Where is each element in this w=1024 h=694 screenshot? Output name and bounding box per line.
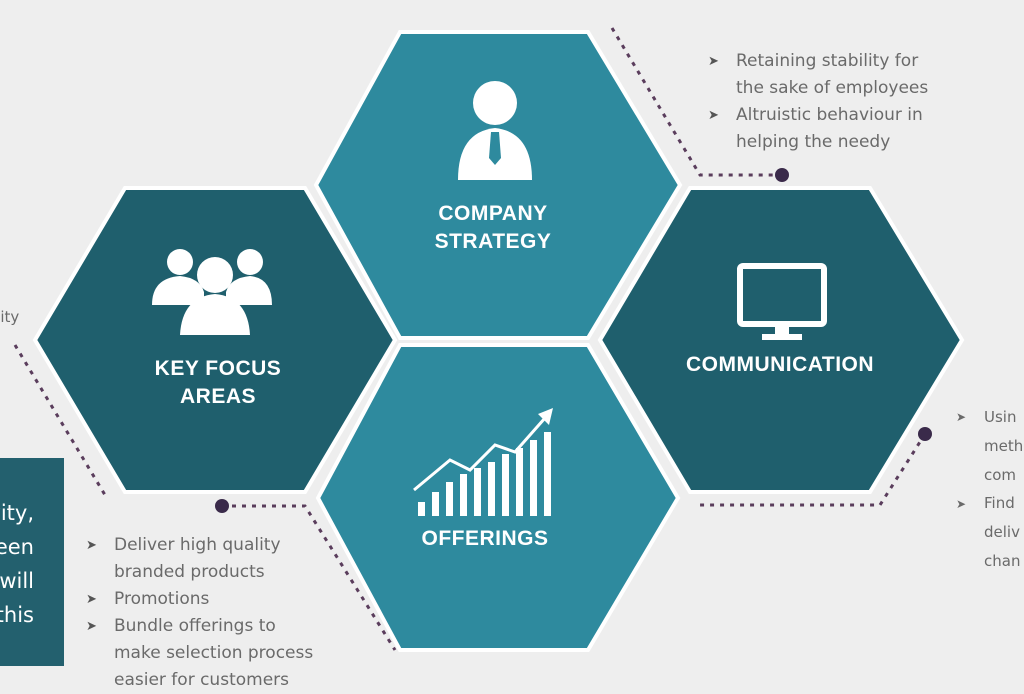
company-strategy-label: COMPANY STRATEGY [398, 200, 588, 257]
communication-label: COMMUNICATION [640, 351, 920, 379]
connector-bottom [222, 504, 397, 651]
hexagon-offerings [315, 343, 681, 652]
bullet-line: Altruistic behaviour in [736, 105, 923, 125]
right-fragment: meth [984, 437, 1024, 455]
bullet-line: helping the needy [736, 132, 891, 152]
left-text-box: vity, been will this [0, 458, 64, 666]
right-fragment: chan [984, 552, 1021, 570]
offerings-label: OFFERINGS [400, 525, 570, 553]
monitor-icon [737, 263, 827, 340]
person-icon [458, 81, 532, 180]
left-box-line: been [0, 535, 34, 559]
bullet-line: Bundle offerings to [114, 616, 276, 636]
bullet-line: the sake of employees [736, 78, 929, 98]
bullet-line: branded products [114, 562, 265, 582]
right-fragment: Usin [984, 408, 1017, 426]
connector-dot-top-right [775, 168, 789, 182]
key-focus-areas-label-line-2: AREAS [179, 385, 256, 409]
group-icon [152, 249, 272, 335]
top-right-bullet-list: Retaining stability for the sake of empl… [708, 48, 928, 156]
right-fragment: deliv [984, 523, 1020, 541]
hexagon-company-strategy [313, 30, 683, 340]
bullet-line: easier for customers [114, 670, 289, 690]
communication-label-line-1: COMMUNICATION [685, 353, 875, 376]
bullet-line: Retaining stability for [736, 51, 919, 71]
list-item: Promotions [86, 586, 313, 613]
key-focus-areas-label-line-1: KEY FOCUS [154, 357, 282, 380]
list-item: Altruistic behaviour in helping the need… [708, 102, 928, 156]
arrow-icon: ➤ [956, 497, 967, 511]
left-box-line: will [0, 569, 34, 593]
connector-dot-bottom [215, 499, 229, 513]
connector-top-right [610, 27, 782, 177]
bullet-line: make selection process [114, 643, 314, 663]
right-fragment: Find [984, 494, 1015, 512]
bullet-line: Deliver high quality [114, 535, 281, 555]
left-fragment: ility [0, 308, 20, 326]
left-box-line: vity, [0, 501, 34, 525]
list-item: Deliver high quality branded products [86, 532, 313, 586]
list-item: Retaining stability for the sake of empl… [708, 48, 928, 102]
list-item: Bundle offerings to make selection proce… [86, 613, 313, 694]
bottom-bullet-list: Deliver high quality branded products Pr… [86, 532, 313, 694]
arrow-icon: ➤ [956, 410, 967, 424]
key-focus-areas-label: KEY FOCUS AREAS [118, 355, 318, 412]
company-strategy-label-line-1: COMPANY [438, 202, 548, 225]
offerings-label-line-1: OFFERINGS [421, 527, 549, 550]
bullet-line: Promotions [114, 589, 210, 609]
connector-dot-right [918, 427, 932, 441]
left-box-line: this [0, 603, 34, 627]
growth-chart-icon [413, 408, 553, 516]
right-fragment: com [984, 466, 1017, 484]
hexagon-key-focus-areas [32, 186, 398, 494]
company-strategy-label-line-2: STRATEGY [434, 230, 552, 254]
